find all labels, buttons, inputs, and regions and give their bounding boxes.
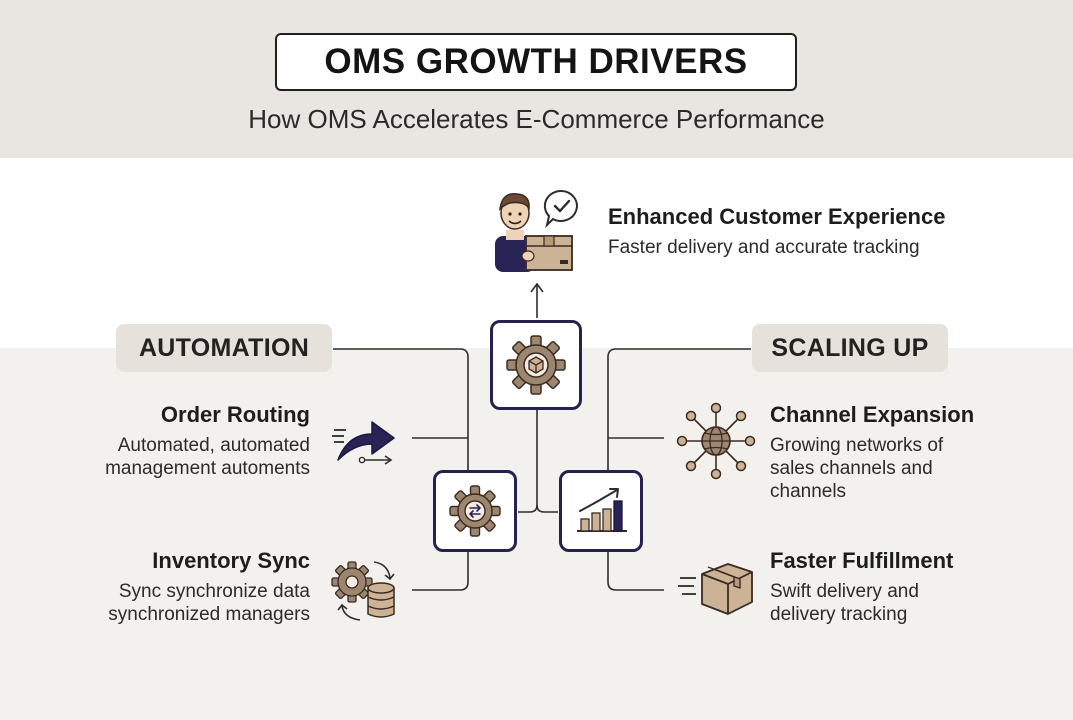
faster-fulfillment-desc-line: delivery tracking bbox=[770, 604, 908, 625]
faster-fulfillment-heading: Faster Fulfillment bbox=[770, 548, 954, 573]
inventory-sync-heading: Inventory Sync bbox=[152, 548, 310, 573]
order-routing-desc-line: management automents bbox=[105, 458, 310, 479]
channel-expansion-desc-line: Growing networks of bbox=[770, 435, 944, 456]
faster-fulfillment-desc-line: Swift delivery and bbox=[770, 581, 919, 602]
order-routing-heading: Order Routing bbox=[160, 402, 310, 427]
automation-label: AUTOMATION bbox=[116, 324, 332, 372]
gear-sync-icon bbox=[449, 485, 501, 537]
customer-experience-heading: Enhanced Customer Experience bbox=[608, 204, 946, 229]
page-subtitle: How OMS Accelerates E-Commerce Performan… bbox=[248, 104, 825, 134]
inventory-sync-desc: Sync synchronize data synchronized manag… bbox=[40, 580, 310, 626]
page-title: OMS GROWTH DRIVERS bbox=[275, 33, 797, 91]
network-globe-icon bbox=[676, 402, 756, 480]
channel-expansion-desc: Growing networks of sales channels and c… bbox=[770, 434, 1030, 503]
channel-expansion-heading: Channel Expansion bbox=[770, 402, 975, 427]
scaling-hub bbox=[559, 470, 643, 552]
inventory-sync-desc-line: Sync synchronize data bbox=[118, 581, 310, 602]
gear-database-icon bbox=[331, 561, 395, 621]
scaling-up-label: SCALING UP bbox=[752, 324, 948, 372]
person-with-box-icon bbox=[495, 193, 573, 272]
order-routing-desc: Automated, automated management automent… bbox=[40, 434, 310, 480]
customer-experience-desc: Faster delivery and accurate tracking bbox=[608, 237, 920, 258]
channel-expansion-desc-line: sales channels and bbox=[770, 458, 933, 479]
automation-hub bbox=[433, 470, 517, 552]
gear-cube-icon bbox=[506, 335, 566, 395]
growth-chart-icon bbox=[577, 488, 627, 532]
central-hub bbox=[490, 320, 582, 410]
channel-expansion-desc-line: channels bbox=[770, 481, 847, 502]
faster-fulfillment-desc: Swift delivery and delivery tracking bbox=[770, 580, 1030, 626]
fast-box-icon bbox=[678, 563, 753, 615]
checkmark-bubble-icon bbox=[543, 189, 578, 228]
routing-arrow-icon bbox=[332, 421, 395, 465]
inventory-sync-desc-line: synchronized managers bbox=[108, 604, 310, 625]
order-routing-desc-line: Automated, automated bbox=[117, 435, 310, 456]
